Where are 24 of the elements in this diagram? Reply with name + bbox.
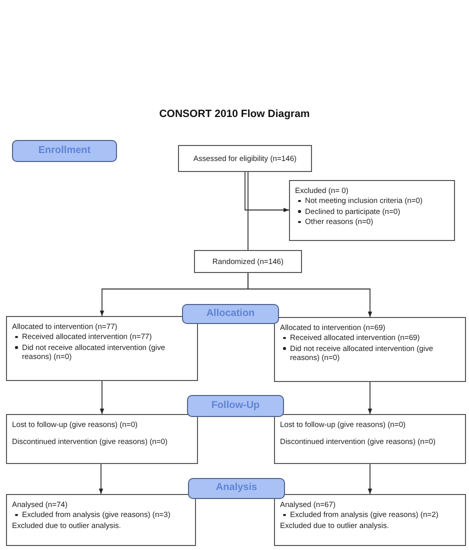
process-box: [6, 414, 198, 464]
process-box: [274, 414, 466, 464]
stage-banner: [187, 395, 284, 417]
stage-title: Enrollment: [38, 144, 91, 158]
stage-banner: [188, 478, 285, 499]
process-box: [6, 494, 196, 546]
stage-title: Follow-Up: [211, 400, 260, 412]
process-box: [6, 316, 198, 381]
arrow: [368, 382, 372, 414]
stage-title: Allocation: [206, 308, 255, 320]
process-box: [178, 145, 312, 172]
arrow: [368, 464, 372, 494]
stage-banner: [12, 140, 117, 162]
process-box: [194, 250, 302, 273]
arrow: [248, 272, 372, 318]
process-box: [289, 180, 455, 241]
process-box: [274, 317, 466, 382]
stage-title: Analysis: [216, 482, 258, 495]
arrow: [98, 464, 104, 494]
diagram-title: CONSORT 2010 Flow Diagram: [158, 108, 311, 120]
arrow: [100, 380, 104, 414]
process-box: [274, 494, 466, 546]
stage-banner: [182, 304, 279, 324]
arrow: [244, 172, 290, 212]
